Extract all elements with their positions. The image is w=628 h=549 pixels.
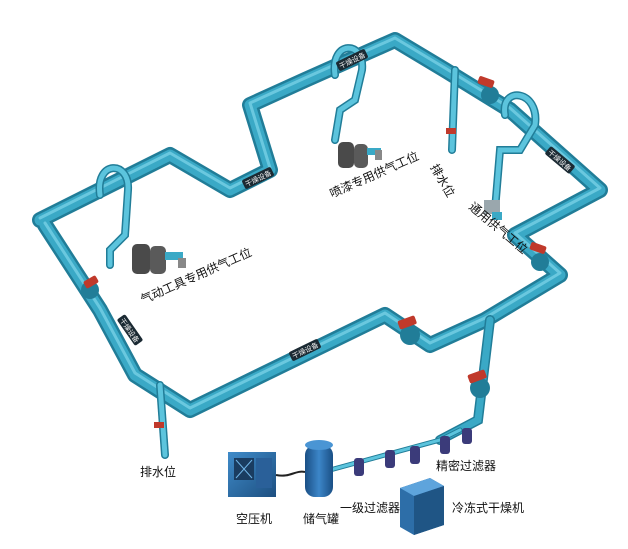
general-drop-pipe [491,91,540,214]
spray-filter-unit [338,142,382,168]
lower-drain-pipe [156,381,169,459]
valve-riser [467,369,490,398]
valve-right [529,242,549,271]
general-outlet [484,200,502,220]
spray-drop-pipe [330,44,367,144]
precision-filter-label: 精密过滤器 [436,458,496,473]
lower-drain-label: 排水位 [140,464,176,479]
valve-right-top [477,76,499,104]
valve-drain-lower [154,422,164,428]
pneumatic-filter-unit [132,244,186,274]
air-tank [305,440,333,497]
air-compressor [228,452,276,497]
valves [81,76,549,428]
upper-drain-pipe [448,66,459,154]
pipe-tags: 干燥设备 干燥设备 干燥设备 干燥设备 干燥设备 [117,49,575,361]
valve-drain-upper [446,128,456,134]
precision-filters [354,428,472,476]
tank-label: 储气罐 [303,511,339,526]
dryer-label: 冷冻式干燥机 [452,500,524,515]
valve-center [397,315,420,345]
compressor-label: 空压机 [236,512,272,526]
primary-filter-label: 一级过滤器 [340,501,400,515]
upper-drain-label: 排水位 [427,161,458,200]
pneumatic-drop-pipe [95,164,133,269]
valve-left [81,275,99,299]
refrigerated-dryer [400,478,444,535]
